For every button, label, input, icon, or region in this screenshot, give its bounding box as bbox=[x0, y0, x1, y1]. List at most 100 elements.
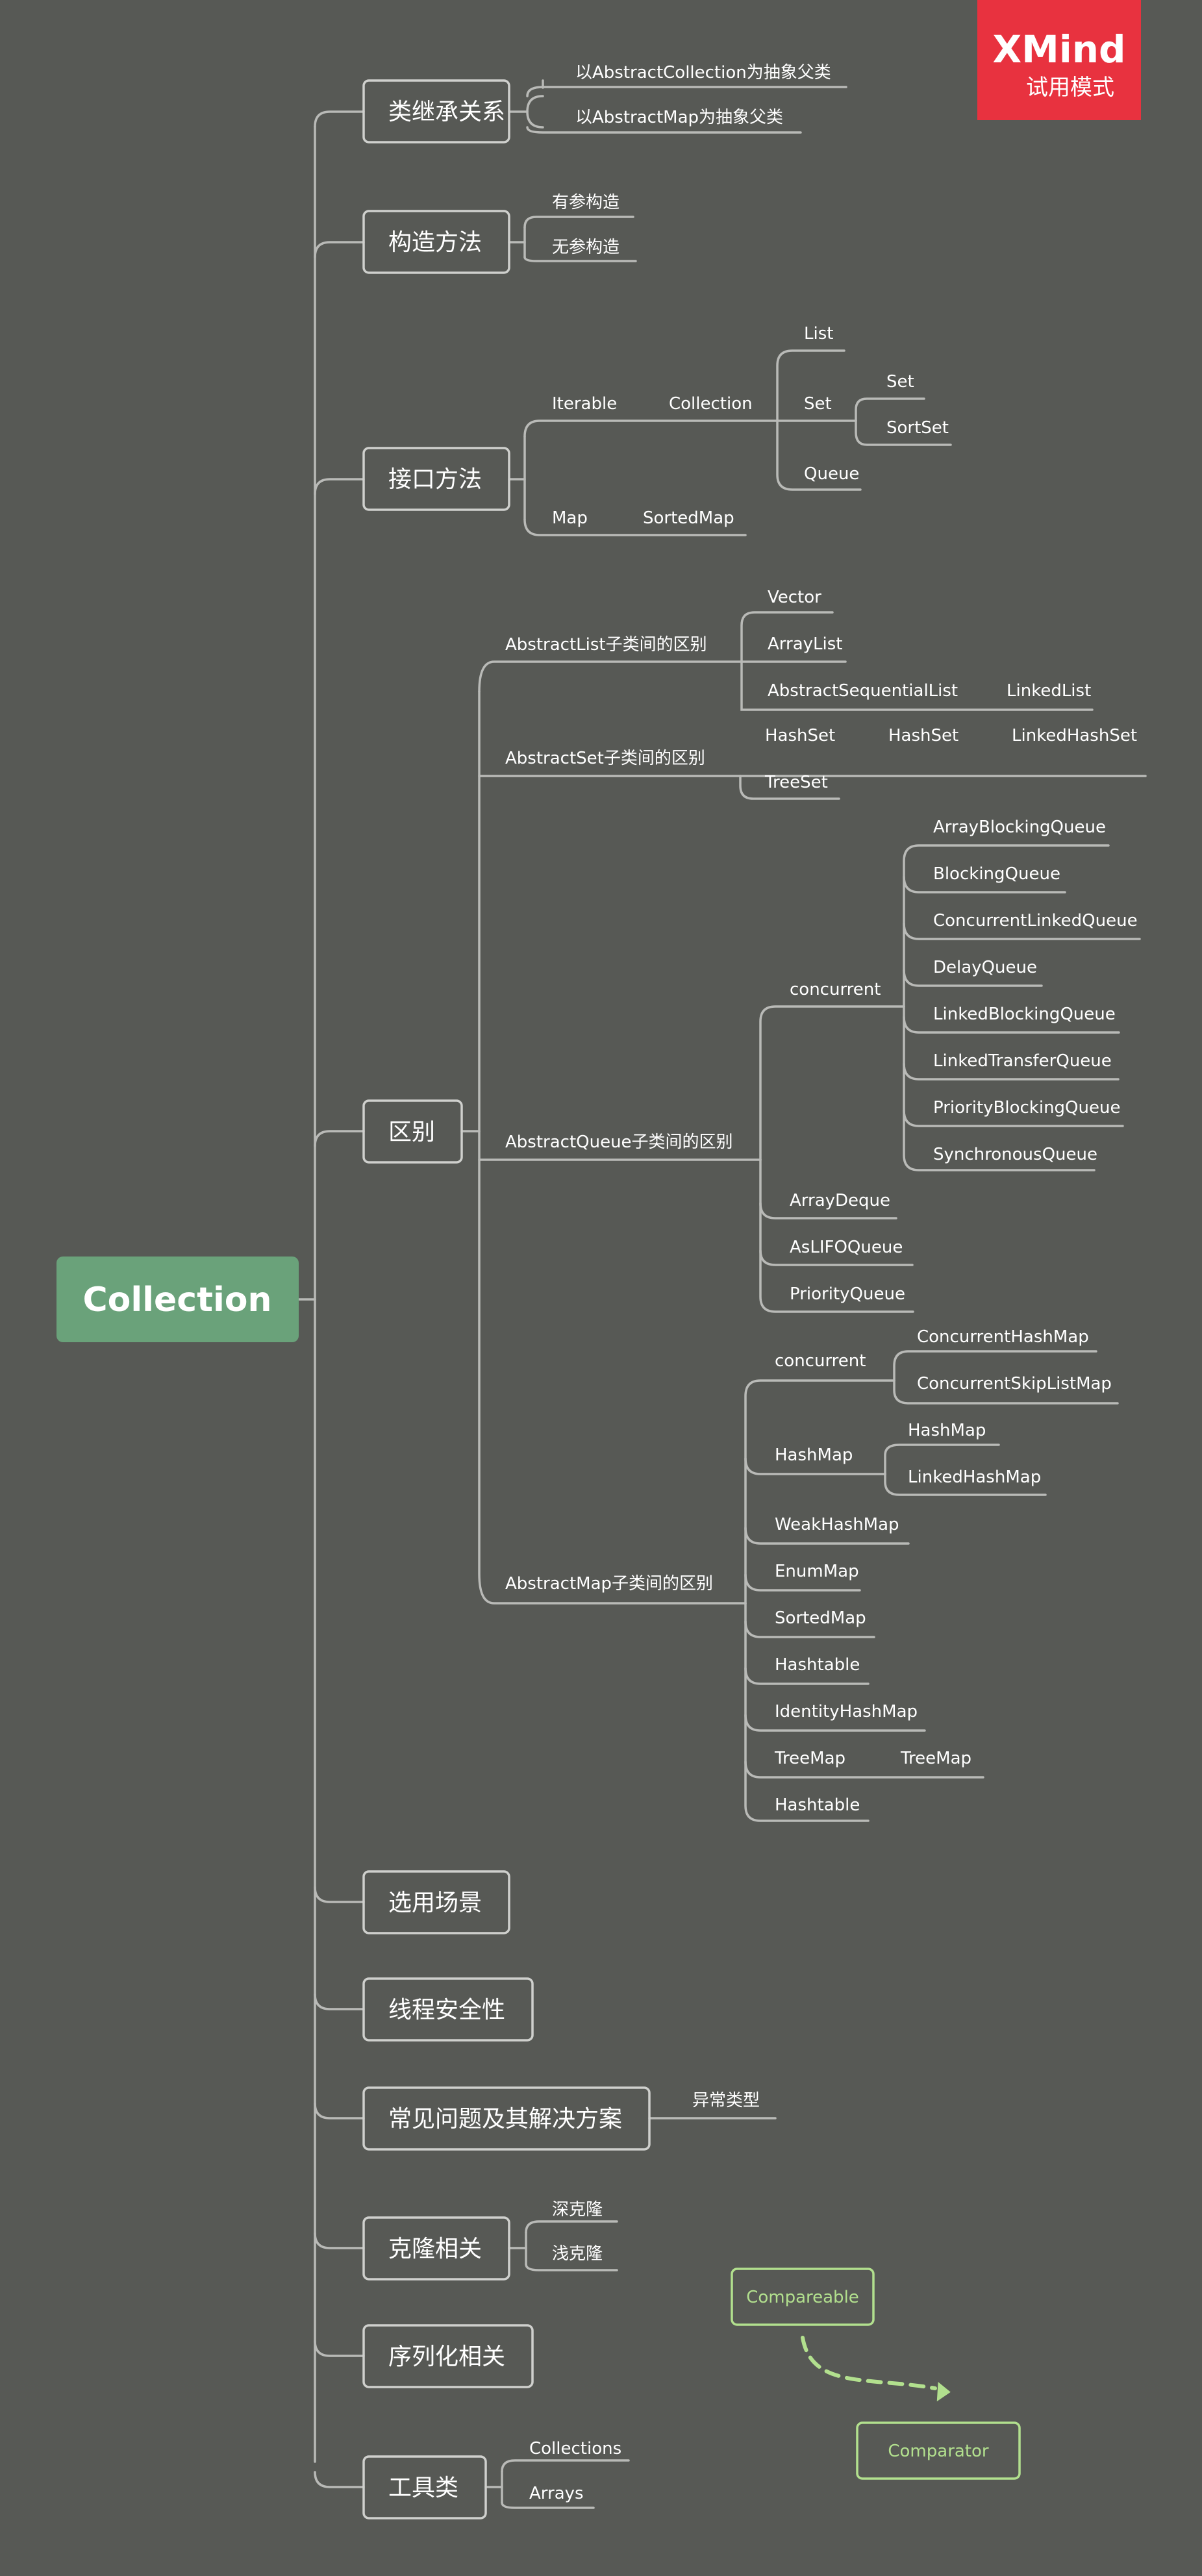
node-aslifo-queue[interactable]: AsLIFOQueue bbox=[790, 1238, 903, 1257]
node-concurrent-linked-queue[interactable]: ConcurrentLinkedQueue bbox=[933, 911, 1138, 931]
node-abstractmap-diff[interactable]: AbstractMap子类间的区别 bbox=[505, 1574, 713, 1594]
topic-constructor[interactable]: 构造方法 bbox=[362, 210, 510, 274]
leaf-shallow-clone[interactable]: 浅克隆 bbox=[552, 2244, 603, 2264]
node-sortedmap[interactable]: SortedMap bbox=[643, 508, 734, 528]
topic-serialization-box bbox=[362, 2324, 534, 2388]
leaf-deep-clone[interactable]: 深克隆 bbox=[552, 2200, 603, 2220]
topic-serialization[interactable]: 序列化相关 bbox=[362, 2324, 534, 2388]
floating-comparator-label: Comparator bbox=[888, 2442, 989, 2461]
topic-thread-safety[interactable]: 线程安全性 bbox=[362, 1977, 534, 2042]
topic-tools-box bbox=[362, 2455, 487, 2520]
floating-compareable[interactable]: Compareable bbox=[731, 2268, 875, 2326]
node-delay-queue[interactable]: DelayQueue bbox=[933, 958, 1037, 977]
node-abstractqueue-diff[interactable]: AbstractQueue子类间的区别 bbox=[505, 1132, 733, 1152]
badge-background bbox=[977, 0, 1141, 120]
node-concurrent-hashmap[interactable]: ConcurrentHashMap bbox=[917, 1327, 1089, 1347]
badge-title: XMind bbox=[992, 27, 1125, 71]
node-queue[interactable]: Queue bbox=[804, 464, 859, 484]
topic-constructor-label: 构造方法 bbox=[388, 229, 482, 256]
node-list[interactable]: List bbox=[804, 324, 833, 344]
node-abstractlist-diff[interactable]: AbstractList子类间的区别 bbox=[505, 635, 707, 655]
leaf-exception-type[interactable]: 异常类型 bbox=[692, 2091, 760, 2110]
node-hashtable[interactable]: Hashtable bbox=[775, 1655, 860, 1675]
xmind-trial-badge: XMind 试用模式 bbox=[977, 0, 1141, 120]
topic-inheritance-label: 类继承关系 bbox=[388, 99, 505, 125]
node-concurrent-skiplist-map[interactable]: ConcurrentSkipListMap bbox=[917, 1374, 1112, 1394]
node-sortset[interactable]: SortSet bbox=[886, 418, 949, 438]
node-priority-blocking-queue[interactable]: PriorityBlockingQueue bbox=[933, 1098, 1120, 1118]
leaf-abstract-collection[interactable]: 以AbstractCollection为抽象父类 bbox=[575, 63, 831, 82]
node-enummap[interactable]: EnumMap bbox=[775, 1562, 859, 1581]
floating-compareable-box bbox=[731, 2268, 875, 2326]
node-blocking-queue[interactable]: BlockingQueue bbox=[933, 864, 1060, 884]
topic-serialization-label: 序列化相关 bbox=[388, 2344, 505, 2370]
topic-difference-box bbox=[362, 1099, 463, 1164]
node-vector[interactable]: Vector bbox=[768, 588, 821, 607]
node-identity-hashmap[interactable]: IdentityHashMap bbox=[775, 1702, 918, 1721]
node-treeset[interactable]: TreeSet bbox=[764, 773, 828, 792]
node-treemap-child[interactable]: TreeMap bbox=[900, 1749, 971, 1768]
node-hashtable-last[interactable]: Hashtable bbox=[775, 1795, 860, 1815]
node-array-deque[interactable]: ArrayDeque bbox=[790, 1191, 890, 1210]
topic-problems[interactable]: 常见问题及其解决方案 bbox=[362, 2086, 651, 2151]
topic-tools[interactable]: 工具类 bbox=[362, 2455, 487, 2520]
topic-difference[interactable]: 区别 bbox=[362, 1099, 463, 1164]
topic-inheritance[interactable]: 类继承关系 bbox=[362, 79, 510, 144]
topic-interface[interactable]: 接口方法 bbox=[362, 447, 510, 511]
root-topic[interactable]: Collection bbox=[56, 1257, 299, 1342]
connectors bbox=[297, 79, 1147, 2509]
topic-clone-label: 克隆相关 bbox=[388, 2236, 482, 2262]
node-hashmap[interactable]: HashMap bbox=[775, 1445, 853, 1465]
topic-difference-label: 区别 bbox=[388, 1119, 435, 1145]
node-collection[interactable]: Collection bbox=[669, 394, 753, 414]
leaf-arrays[interactable]: Arrays bbox=[529, 2484, 584, 2503]
node-linked-hashmap[interactable]: LinkedHashMap bbox=[908, 1468, 1041, 1487]
topic-scenario[interactable]: 选用场景 bbox=[362, 1870, 510, 1934]
node-array-blocking-queue[interactable]: ArrayBlockingQueue bbox=[933, 818, 1106, 837]
leaf-abstract-map[interactable]: 以AbstractMap为抽象父类 bbox=[575, 108, 783, 127]
node-map[interactable]: Map bbox=[552, 508, 588, 528]
topic-clone-box bbox=[362, 2216, 510, 2281]
topic-interface-label: 接口方法 bbox=[388, 466, 482, 493]
node-abstractset-diff[interactable]: AbstractSet子类间的区别 bbox=[505, 749, 705, 768]
node-weak-hashmap[interactable]: WeakHashMap bbox=[775, 1515, 899, 1534]
topic-scenario-box bbox=[362, 1870, 510, 1934]
node-synchronous-queue[interactable]: SynchronousQueue bbox=[933, 1145, 1097, 1164]
topic-scenario-label: 选用场景 bbox=[388, 1890, 482, 1916]
floating-comparator[interactable]: Comparator bbox=[856, 2421, 1021, 2480]
node-priority-queue[interactable]: PriorityQueue bbox=[790, 1284, 905, 1304]
node-map-concurrent[interactable]: concurrent bbox=[775, 1351, 866, 1371]
node-abstract-sequential-list[interactable]: AbstractSequentialList bbox=[768, 681, 958, 701]
floating-compareable-label: Compareable bbox=[746, 2288, 859, 2307]
node-set[interactable]: Set bbox=[804, 394, 832, 414]
topic-clone[interactable]: 克隆相关 bbox=[362, 2216, 510, 2281]
topic-problems-label: 常见问题及其解决方案 bbox=[388, 2106, 622, 2132]
topic-interface-box bbox=[362, 447, 510, 511]
topic-problems-box bbox=[362, 2086, 651, 2151]
topic-inheritance-box bbox=[362, 79, 510, 144]
leaf-param-constructor[interactable]: 有参构造 bbox=[552, 193, 620, 212]
leaf-collections[interactable]: Collections bbox=[529, 2439, 621, 2458]
root-topic-label: Collection bbox=[82, 1281, 271, 1319]
node-treemap[interactable]: TreeMap bbox=[774, 1749, 845, 1768]
node-hashset-child[interactable]: HashSet bbox=[888, 726, 958, 745]
node-hashset[interactable]: HashSet bbox=[765, 726, 835, 745]
node-hashmap-child[interactable]: HashMap bbox=[908, 1421, 986, 1440]
root-topic-box bbox=[56, 1257, 299, 1342]
node-arraylist[interactable]: ArrayList bbox=[768, 634, 842, 654]
node-set-child[interactable]: Set bbox=[886, 372, 914, 392]
badge-subtitle: 试用模式 bbox=[1026, 75, 1114, 101]
leaf-no-param-constructor[interactable]: 无参构造 bbox=[552, 238, 620, 257]
node-linked-transfer-queue[interactable]: LinkedTransferQueue bbox=[933, 1051, 1112, 1071]
topic-constructor-box bbox=[362, 210, 510, 274]
node-queue-concurrent[interactable]: concurrent bbox=[790, 980, 881, 999]
node-linkedhashset[interactable]: LinkedHashSet bbox=[1012, 726, 1137, 745]
topic-thread-safety-label: 线程安全性 bbox=[388, 1997, 505, 2023]
relationship-arrow bbox=[801, 2336, 937, 2390]
node-sortedmap-diff[interactable]: SortedMap bbox=[775, 1608, 866, 1628]
node-linked-blocking-queue[interactable]: LinkedBlockingQueue bbox=[933, 1005, 1116, 1024]
node-iterable[interactable]: Iterable bbox=[552, 394, 617, 414]
node-linkedlist[interactable]: LinkedList bbox=[1007, 681, 1091, 701]
